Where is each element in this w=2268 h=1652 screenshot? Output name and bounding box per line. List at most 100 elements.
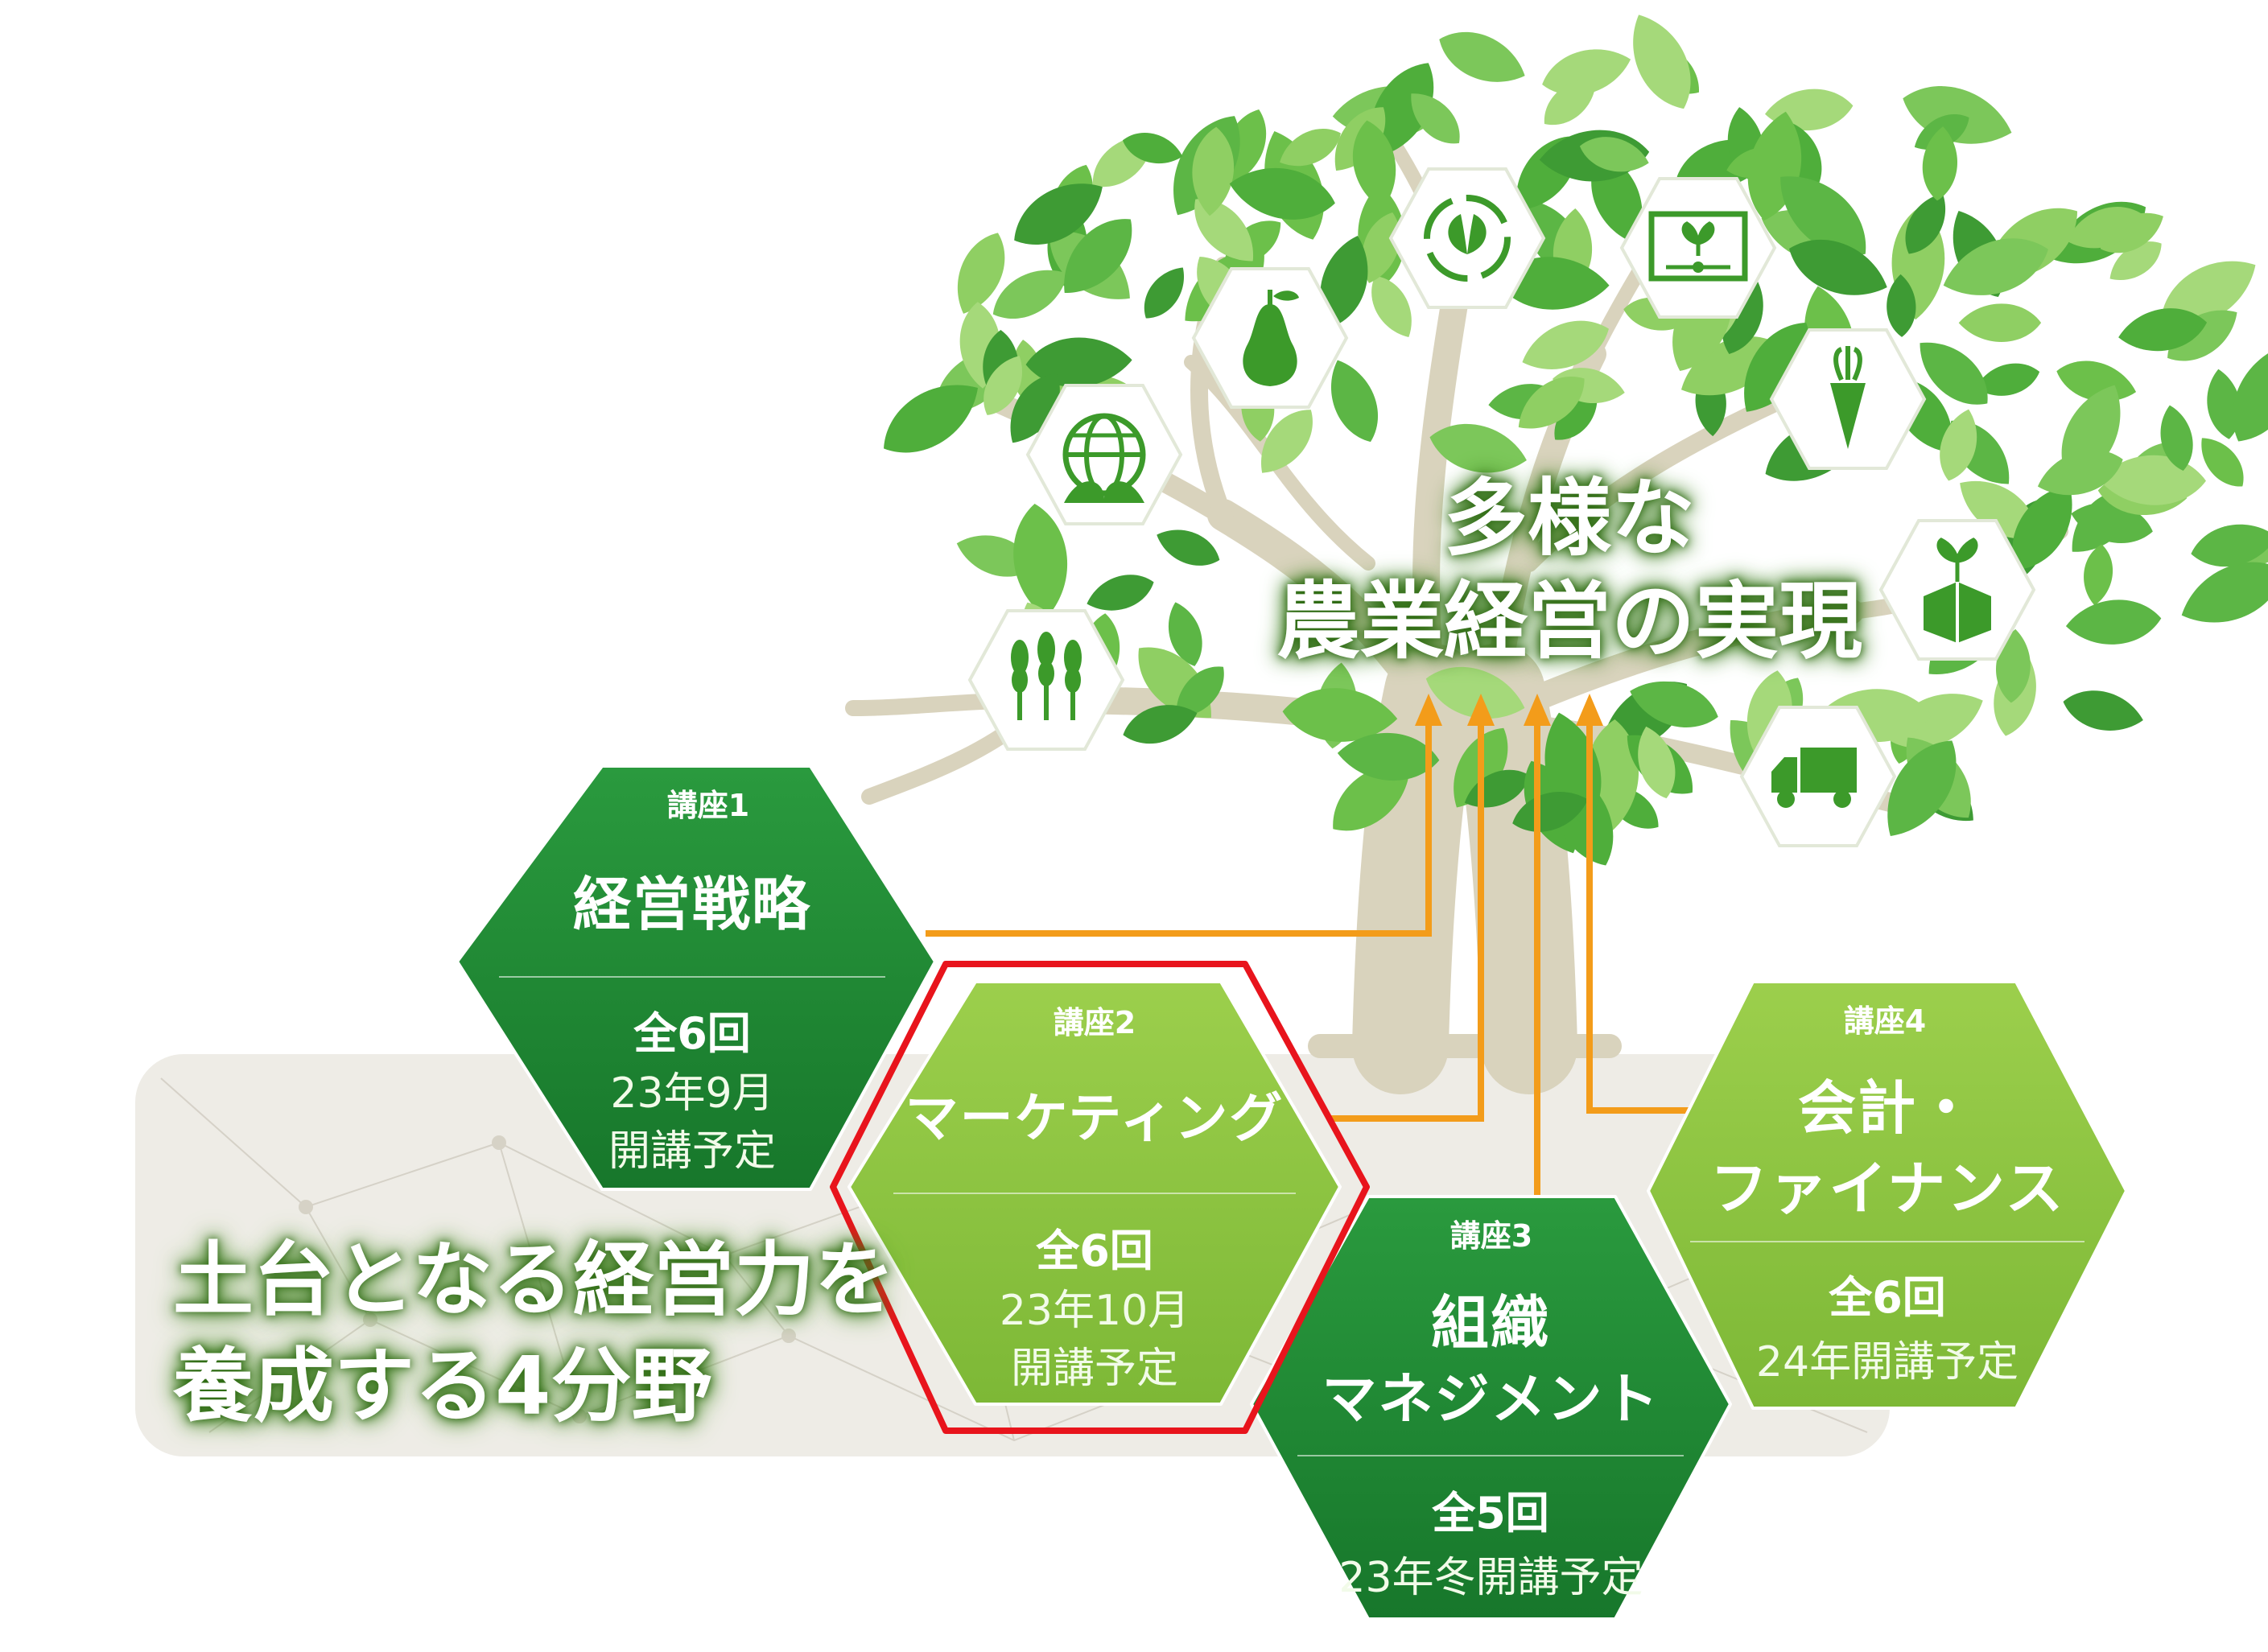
leaf [1920, 342, 1988, 405]
course-4-number: 講座4 [1843, 1003, 1927, 1039]
leaf [1958, 303, 2042, 343]
leaf [2160, 261, 2256, 326]
leaf [2207, 369, 2241, 439]
course-3-schedule: 23年冬開講予定 [1338, 1554, 1643, 1602]
recycle-leaf-icon [1388, 167, 1546, 309]
monitor-sprout-icon [1619, 177, 1777, 319]
leaf [1722, 279, 1763, 354]
course-4-schedule: 24年開講予定 [1755, 1338, 2019, 1386]
leaf [1522, 320, 1609, 369]
leaf [2067, 207, 2143, 249]
leaf [1411, 93, 1460, 144]
course-4-hexagon[interactable] [1647, 980, 2128, 1410]
carrot-icon [1769, 328, 1927, 470]
foundation-caption: 土台となる経営力を 養成する4分野 [173, 1227, 895, 1440]
goal-line-1: 多様な [1443, 469, 1695, 567]
leaf [1371, 275, 1412, 337]
leaf [1940, 409, 1977, 481]
leaf [2063, 690, 2143, 731]
leaf [1943, 238, 2048, 295]
leaf [2167, 310, 2237, 361]
leaf [1144, 267, 1184, 319]
leaf [2191, 524, 2268, 567]
leaf [1439, 32, 1525, 82]
leaf [1337, 732, 1440, 781]
leaf [1192, 126, 1234, 216]
leaf [2233, 342, 2268, 442]
course-4-sessions: 全6回 [1829, 1272, 1946, 1323]
leaf [1726, 147, 1788, 179]
leaf [983, 356, 1023, 415]
leaf [2065, 599, 2162, 645]
truck-icon [1739, 706, 1897, 847]
leaf [2201, 438, 2244, 487]
course-3-sessions: 全5回 [1432, 1488, 1549, 1539]
leaf [1425, 666, 1525, 719]
leaf [1331, 360, 1378, 443]
leaf [2109, 241, 2162, 280]
leaf [884, 385, 978, 453]
leaf [1176, 666, 1224, 718]
foundation-line-1: 土台となる経営力を [173, 1233, 895, 1327]
leaf [1744, 323, 1810, 412]
leaf [1518, 377, 1585, 429]
course-4-title-line-1: 会計・ [1797, 1074, 1977, 1142]
leaf [1010, 373, 1060, 443]
leaf [992, 270, 1068, 319]
leaf [1905, 193, 1946, 254]
leaf [1429, 423, 1527, 473]
course-2-schedule: 開講予定 [1010, 1345, 1178, 1393]
leaf [1370, 63, 1434, 159]
course-3-number: 講座3 [1449, 1218, 1533, 1254]
course-1-schedule: 開講予定 [608, 1127, 776, 1176]
course-3-divider [1297, 1455, 1684, 1456]
leaf [1362, 212, 1400, 283]
leaf [1544, 79, 1597, 126]
course-1-sessions: 全6回 [633, 1008, 751, 1059]
leaf [1638, 726, 1676, 799]
box-sprout-icon [1878, 519, 2036, 661]
pear-icon [1191, 267, 1349, 409]
leaf [2118, 308, 2208, 352]
course-2-divider [893, 1193, 1296, 1194]
leaf [1780, 176, 1866, 256]
leaf [1887, 740, 1957, 837]
leaf [1157, 529, 1220, 566]
leaf [1633, 14, 1691, 109]
course-3-title-line-1: 組織 [1430, 1289, 1550, 1357]
course-4-divider [1690, 1241, 2084, 1242]
leaf [1087, 575, 1154, 611]
wheat-icon [967, 609, 1125, 751]
goal-headline: 多様な 農業経営の実現 [1175, 467, 1964, 673]
leaf [1320, 236, 1368, 328]
leaf [1512, 792, 1588, 832]
course-2-sessions: 全6回 [1036, 1226, 1153, 1276]
leaf [1123, 705, 1198, 744]
leaf [2181, 562, 2268, 623]
leaf [1579, 137, 1649, 172]
course-3-hexagon[interactable] [1250, 1195, 1732, 1621]
leaf [1014, 183, 1103, 245]
foundation-line-2: 養成する4分野 [173, 1339, 712, 1433]
course-4-title-line-2: ファイナンス [1709, 1155, 2065, 1222]
leaf [1064, 219, 1132, 294]
course-2-title: マーケティング [905, 1087, 1285, 1149]
highlight-frame [830, 961, 1370, 1434]
leaf [1922, 126, 1958, 201]
globe-leaf-icon [1025, 384, 1183, 525]
leaf [2160, 405, 2193, 471]
course-1-date: 23年9月 [610, 1069, 774, 1118]
course-1-title: 経営戦略 [572, 871, 811, 938]
course-1-hexagon[interactable] [456, 764, 937, 1191]
leaf [2037, 450, 2123, 496]
leaf [1789, 239, 1887, 295]
leaf [1333, 764, 1411, 831]
leaf [1630, 681, 1718, 727]
leaf [1261, 410, 1313, 473]
leaf [2084, 544, 2113, 606]
leaf [1013, 504, 1068, 618]
course-1-number: 講座1 [666, 788, 750, 823]
goal-line-2: 農業経営の実現 [1276, 572, 1862, 670]
